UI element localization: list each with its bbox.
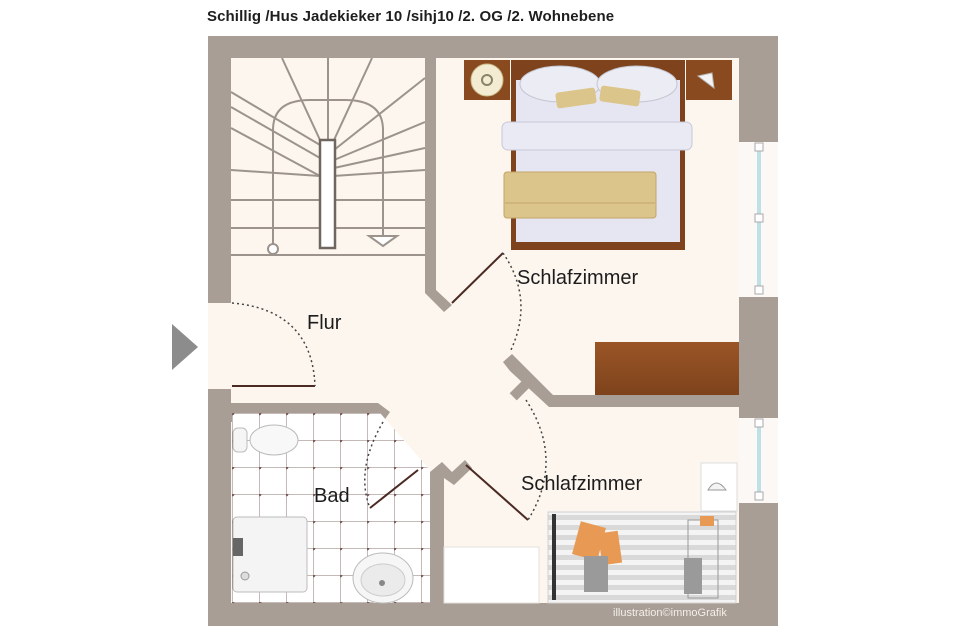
bath-door <box>369 469 419 509</box>
nightstand-left <box>464 60 510 100</box>
entry-door-swing <box>231 302 316 387</box>
nightstand-right <box>686 60 732 100</box>
room-label-flur: Flur <box>307 312 342 334</box>
bedroom1-door-swing <box>502 252 522 353</box>
wardrobe <box>595 342 739 395</box>
entry-opening <box>208 303 232 389</box>
bedroom1-door <box>451 252 504 304</box>
stair-start-icon <box>267 243 279 255</box>
room-label-schlafzimmer-2: Schlafzimmer <box>521 473 643 495</box>
room-label-bad: Bad <box>314 485 350 507</box>
stair-direction-arrow-icon <box>365 235 401 248</box>
bedroom2-door <box>465 464 529 521</box>
shower-tray <box>232 516 308 593</box>
window-bedroom2 <box>739 418 778 503</box>
double-bed <box>501 60 693 250</box>
room-label-schlafzimmer-1: Schlafzimmer <box>517 267 639 289</box>
cabinet <box>443 546 540 604</box>
wall-stair-bedroom <box>425 58 452 312</box>
wall-bedrooms <box>503 354 739 407</box>
toilet <box>232 424 299 456</box>
cushion <box>572 521 606 561</box>
stair-core <box>318 138 337 250</box>
wall-bath-right <box>430 460 472 603</box>
washbasin <box>352 552 414 604</box>
entry-arrow-icon <box>172 324 198 370</box>
bedroom2-door-swing <box>525 399 547 521</box>
illustration-credit: illustration©immoGrafik <box>613 607 727 619</box>
window-bedroom1 <box>739 142 778 297</box>
plan-title: Schillig /Hus Jadekieker 10 /sihj10 /2. … <box>207 8 615 25</box>
bath-door-swing <box>364 421 384 509</box>
